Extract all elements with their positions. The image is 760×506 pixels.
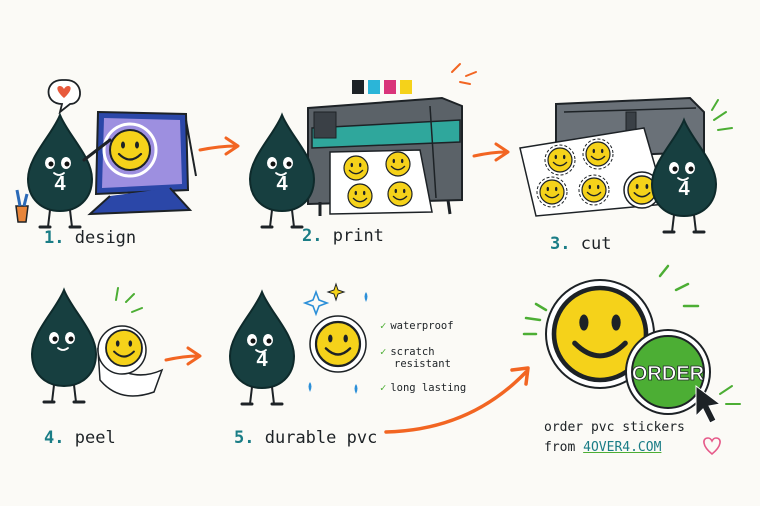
order-illustration: ORDER — [522, 264, 741, 456]
cta-line-2: from 4OVER4.COM — [544, 440, 661, 455]
step-3-number: 3. — [550, 234, 571, 254]
arrow-step4-to-step5 — [164, 346, 202, 366]
step-4-label: 4. peel — [44, 428, 116, 448]
step-4-number: 4. — [44, 428, 65, 448]
benefit-scratch-resistant: ✓scratch resistant — [380, 346, 451, 370]
step-1-text: design — [74, 228, 137, 248]
benefit-waterproof: ✓waterproof — [380, 320, 454, 332]
step-1-label: 1. design — [44, 228, 136, 248]
arrow-step2-to-step3 — [472, 142, 510, 162]
step-5-text: durable pvc — [264, 428, 378, 448]
step-3-text: cut — [580, 234, 612, 254]
step-peel-illustration — [30, 287, 164, 404]
cta-prefix: from — [544, 440, 576, 455]
brand-link[interactable]: 4OVER4.COM — [583, 440, 662, 455]
check-icon: ✓ — [380, 382, 387, 394]
cursor-icon — [695, 385, 722, 424]
arrow-to-order — [384, 366, 530, 434]
step-4-text: peel — [74, 428, 116, 448]
cta-line-1: order pvc stickers — [544, 420, 685, 435]
step-2-label: 2. print — [302, 226, 384, 246]
step-5-label: 5. durable pvc — [234, 428, 377, 448]
step-durable-illustration: 4 — [228, 282, 368, 406]
step-design-illustration: 4 — [15, 79, 197, 229]
step-3-label: 3. cut — [550, 234, 611, 254]
order-button[interactable]: ORDER — [625, 329, 711, 415]
step-cut-illustration: 4 — [519, 96, 733, 234]
plant-icon — [15, 189, 29, 223]
arrow-step1-to-step2 — [198, 136, 240, 156]
mascot-number: 4 — [256, 349, 268, 371]
mascot-number: 4 — [54, 173, 66, 195]
check-icon: ✓ — [380, 346, 387, 358]
step-1-number: 1. — [44, 228, 65, 248]
mascot-number: 4 — [276, 173, 288, 195]
step-2-number: 2. — [302, 226, 323, 246]
sparkle-icon — [302, 282, 346, 317]
mascot-number: 4 — [678, 178, 690, 200]
step-2-text: print — [332, 226, 384, 246]
check-icon: ✓ — [380, 320, 387, 332]
heart-outline-icon — [703, 437, 721, 456]
benefit-long-lasting: ✓long lasting — [380, 382, 467, 394]
step-5-number: 5. — [234, 428, 255, 448]
heart-icon — [47, 79, 81, 115]
water-drops — [308, 292, 368, 394]
order-button-label[interactable]: ORDER — [631, 363, 705, 386]
step-print-illustration: 4 — [248, 63, 477, 229]
